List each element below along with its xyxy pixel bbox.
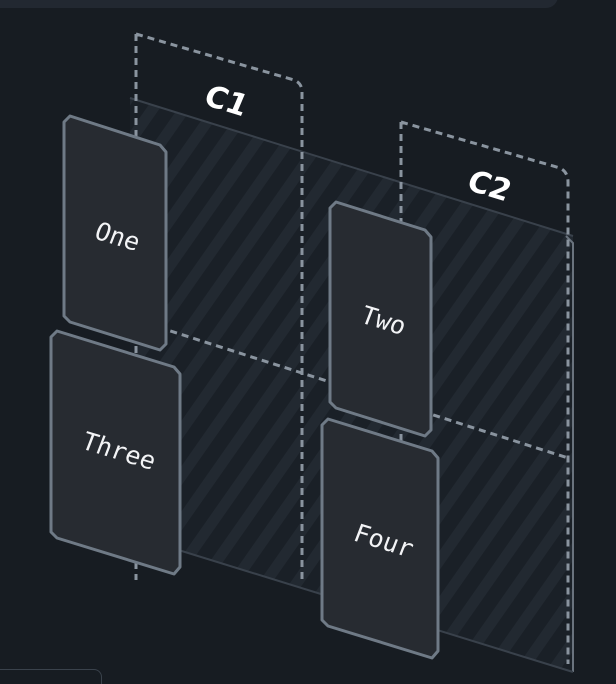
row-divider	[135, 318, 569, 460]
item-card-four[interactable]: Four	[320, 417, 440, 660]
item-card-four-body[interactable]	[320, 417, 440, 660]
item-card-two-body[interactable]	[328, 200, 433, 438]
grid-edge-top	[129, 97, 574, 237]
item-card-two[interactable]: Two	[328, 200, 433, 438]
top-toolbar-edge	[0, 0, 558, 8]
item-card-three-body[interactable]	[49, 329, 182, 576]
item-card-one[interactable]: One	[62, 114, 168, 352]
grid-edge-right	[565, 235, 574, 672]
column-c1-outline	[134, 32, 304, 584]
item-card-three[interactable]: Three	[49, 329, 182, 576]
column-c2-outline	[399, 120, 570, 664]
item-card-one-body[interactable]	[62, 114, 168, 352]
column-c1-title: C1	[199, 79, 254, 124]
bottom-tab-edge	[0, 669, 102, 684]
column-c2-title: C2	[462, 164, 517, 209]
